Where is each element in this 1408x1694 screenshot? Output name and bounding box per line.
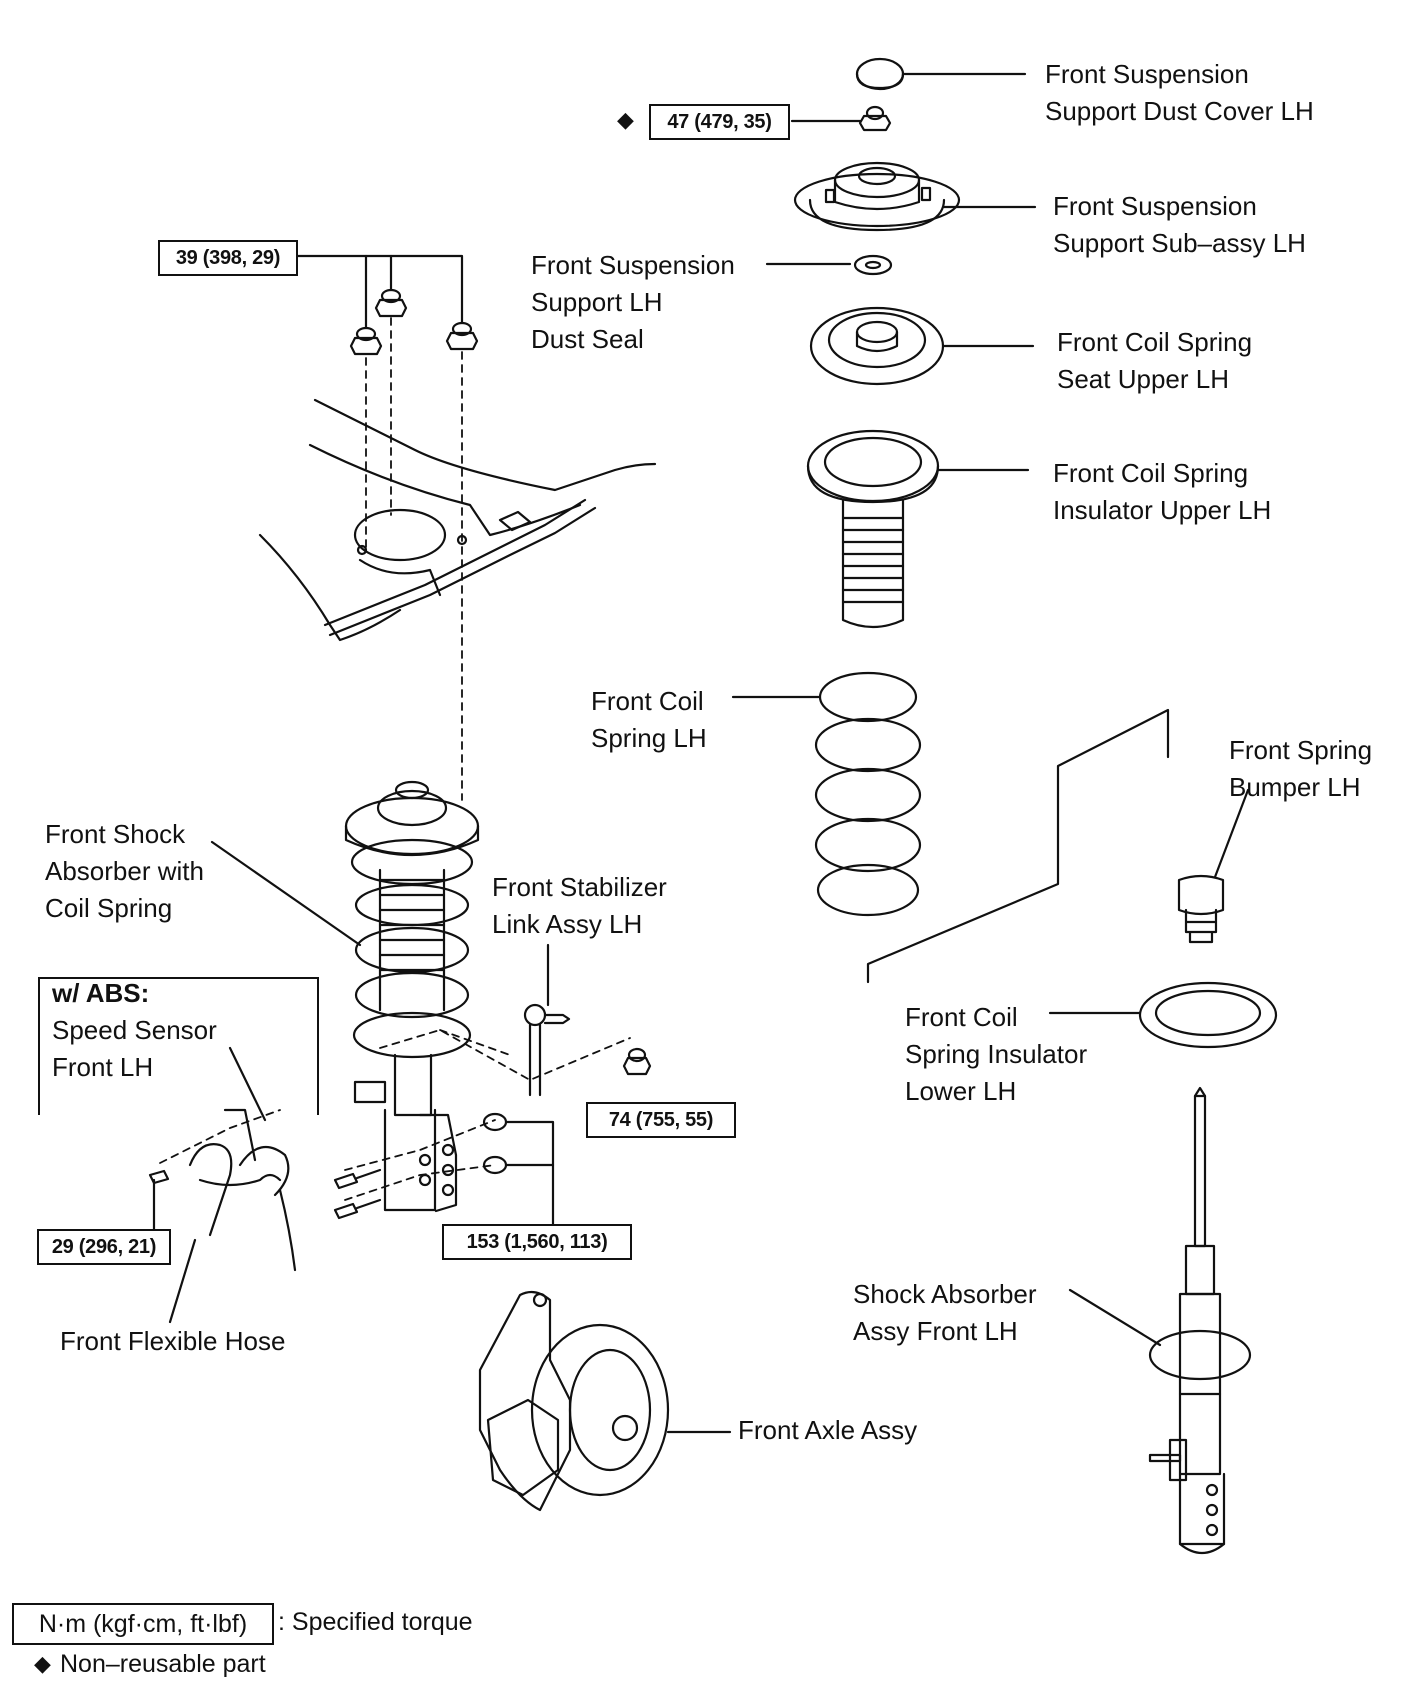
dashed-guides	[159, 317, 631, 1201]
body-panel	[258, 398, 657, 642]
label-line: w/ ABS:	[52, 978, 150, 1008]
label-insulator-lower: Front Coil Spring Insulator Lower LH	[905, 999, 1087, 1110]
support-nut-part	[790, 105, 892, 132]
label-dust-cover: Front Suspension Support Dust Cover LH	[1045, 56, 1314, 130]
label-line: Absorber with	[45, 856, 204, 886]
lower-bolts	[333, 1112, 555, 1232]
label-line: Front Suspension	[531, 250, 735, 280]
torque-spec-74: 74 (755, 55)	[586, 1102, 736, 1138]
coil-spring-part	[731, 671, 922, 917]
label-dust-seal: Front Suspension Support LH Dust Seal	[531, 247, 735, 358]
dust-cover-part	[855, 57, 1027, 91]
label-line: Spring Insulator	[905, 1039, 1088, 1069]
label-line: Front Coil	[905, 1002, 1018, 1032]
torque-spec-39: 39 (398, 29)	[158, 240, 298, 276]
dust-seal-part	[765, 254, 893, 276]
legend-specified-torque: : Specified torque	[278, 1608, 473, 1636]
label-coil-spring: Front Coil Spring LH	[591, 683, 707, 757]
stabilizer-link-part	[523, 943, 652, 1097]
abs-callout-frame	[38, 977, 319, 1115]
label-axle-assy: Front Axle Assy	[738, 1415, 918, 1445]
front-axle-part	[478, 1290, 732, 1512]
label-line: Dust Seal	[531, 324, 644, 354]
label-line: Lower LH	[905, 1076, 1017, 1106]
label-line: Shock Absorber	[853, 1279, 1037, 1309]
label-spring-bumper: Front Spring Bumper LH	[1229, 732, 1372, 806]
insulator-lower-part	[1048, 981, 1278, 1049]
spring-bumper-part	[866, 708, 1250, 984]
label-line: Front Suspension	[1045, 59, 1249, 89]
label-line: Support Dust Cover LH	[1045, 96, 1314, 126]
label-line: Link Assy LH	[492, 909, 643, 939]
label-line: Coil Spring	[45, 893, 173, 923]
label-line: Spring LH	[591, 723, 707, 753]
shock-absorber-assy-part	[1068, 1086, 1252, 1555]
legend-unit-box: N·m (kgf·cm, ft·lbf)	[12, 1603, 274, 1645]
label-spring-seat-upper: Front Coil Spring Seat Upper LH	[1057, 324, 1252, 398]
legend-non-reusable: Non–reusable part	[60, 1650, 266, 1678]
label-line: Speed Sensor	[52, 1015, 217, 1045]
label-line: Seat Upper LH	[1057, 364, 1229, 394]
label-line: Bumper LH	[1229, 772, 1361, 802]
label-line: Front Coil	[591, 686, 704, 716]
label-line: Front Coil Spring	[1053, 458, 1249, 488]
spring-seat-upper-part	[809, 306, 1035, 386]
label-line: Support Sub–assy LH	[1053, 228, 1306, 258]
label-line: Front Coil Spring	[1057, 327, 1253, 357]
label-line: Front Stabilizer	[492, 872, 667, 902]
label-insulator-upper: Front Coil Spring Insulator Upper LH	[1053, 455, 1271, 529]
torque-spec-153: 153 (1,560, 113)	[442, 1224, 632, 1260]
torque-spec-47: 47 (479, 35)	[649, 104, 790, 140]
speed-sensor-part	[148, 1046, 297, 1324]
label-line: Front Shock	[45, 819, 186, 849]
label-line: Support LH	[531, 287, 663, 317]
label-speed-sensor: w/ ABS: Speed Sensor Front LH	[52, 975, 217, 1086]
support-subassy-part	[793, 161, 1037, 232]
label-support-subassy: Front Suspension Support Sub–assy LH	[1053, 188, 1306, 262]
label-line: Assy Front LH	[853, 1316, 1018, 1346]
label-line: Insulator Upper LH	[1053, 495, 1272, 525]
label-line: Front LH	[52, 1052, 154, 1082]
label-line: Front Spring	[1229, 735, 1373, 765]
insulator-upper-part	[806, 429, 1030, 629]
mounting-nuts	[294, 254, 479, 356]
label-line: Front Suspension	[1053, 191, 1257, 221]
label-stabilizer-link: Front Stabilizer Link Assy LH	[492, 869, 667, 943]
legend-diamond-icon: ◆	[34, 1651, 51, 1676]
label-flexible-hose: Front Flexible Hose	[60, 1326, 286, 1356]
torque-spec-29: 29 (296, 21)	[37, 1229, 171, 1265]
label-shock-with-spring: Front Shock Absorber with Coil Spring	[45, 816, 204, 927]
non-reusable-marker: ◆	[617, 107, 634, 132]
shock-with-spring-assy	[210, 780, 480, 1213]
label-shock-assy: Shock Absorber Assy Front LH	[853, 1276, 1037, 1350]
